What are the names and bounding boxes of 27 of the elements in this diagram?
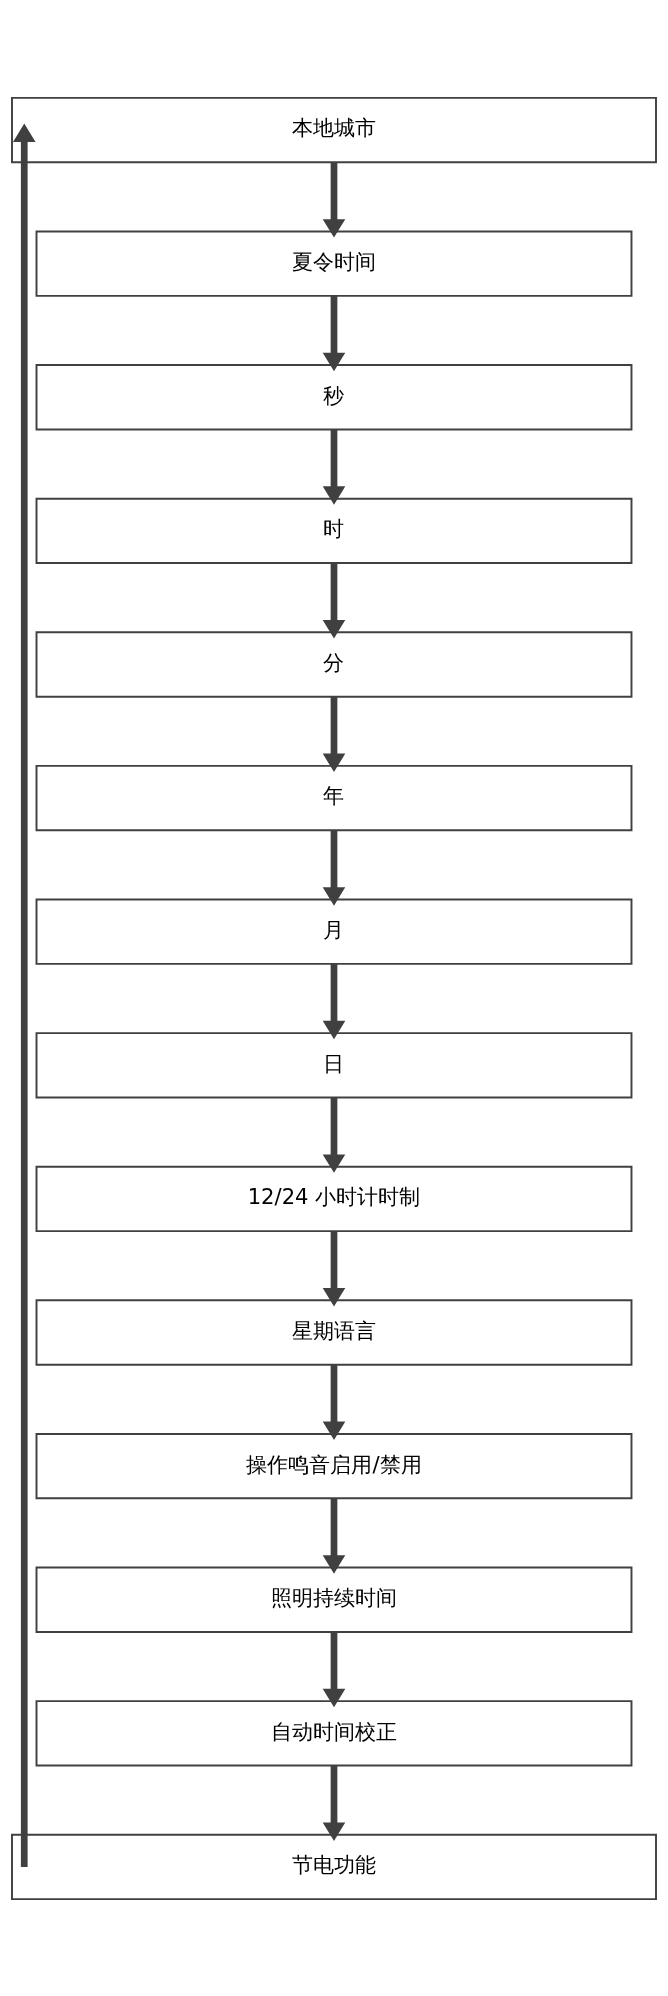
node-box: 秒 [35,363,633,430]
arrow [322,1631,346,1707]
arrow [322,1497,346,1574]
arrow [322,1230,346,1306]
node-box: 夏令时间 [35,230,633,297]
node-box: 星期语言 [35,1298,633,1366]
arrow [322,696,346,772]
arrow [322,829,346,906]
node-box: 分 [35,630,633,698]
node-box: 年 [35,764,633,831]
node-box: 月 [35,898,633,965]
node-box: 自动时间校正 [35,1699,633,1766]
node-box: 12/24 小时计时制 [35,1165,633,1232]
node-box: 节电功能 [11,1833,657,1900]
arrow [322,963,346,1039]
node-box: 照明持续时间 [35,1566,633,1633]
arrow [322,1364,346,1440]
node-box: 日 [35,1031,633,1098]
arrow [322,429,346,505]
arrow [322,295,346,371]
arrow [322,161,346,238]
arrow [322,1765,346,1841]
node-box: 操作鸣音启用/禁用 [35,1432,633,1499]
arrow [12,123,36,1867]
arrow [322,562,346,638]
arrow [322,1097,346,1173]
node-box: 时 [35,497,633,564]
